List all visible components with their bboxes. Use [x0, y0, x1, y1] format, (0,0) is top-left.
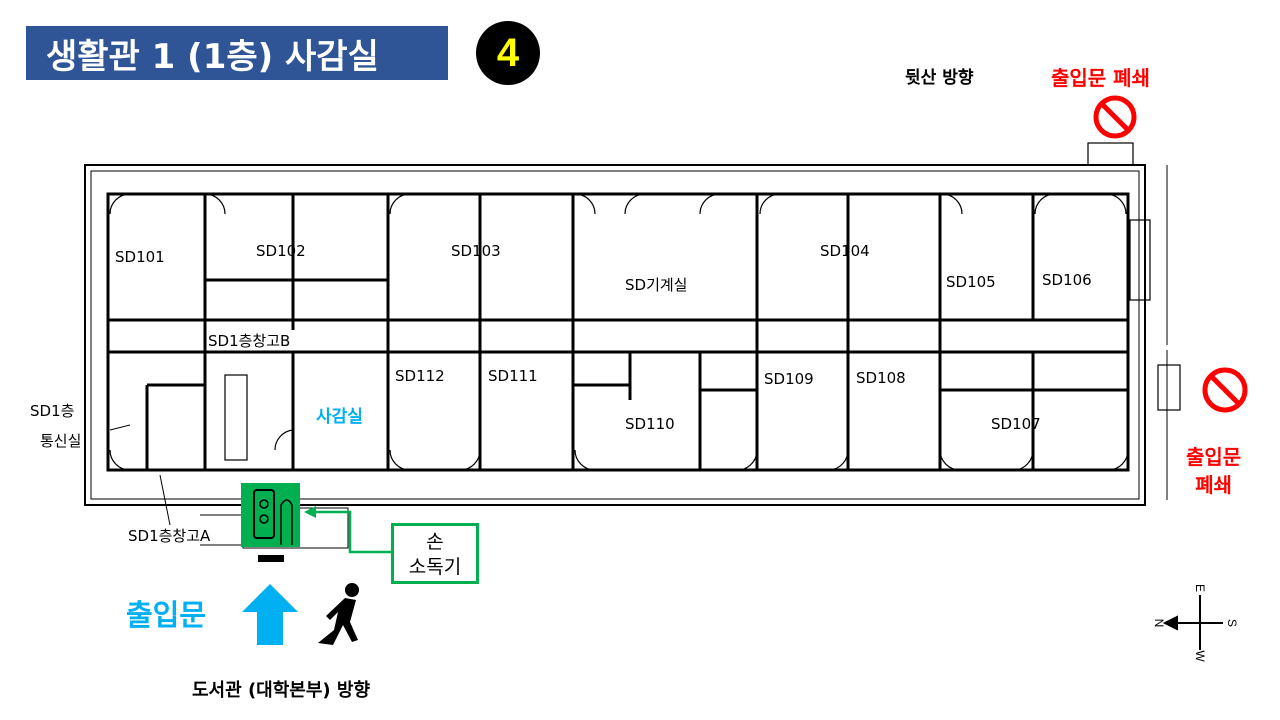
- closed-entrance-top-label: 출입문 폐쇄: [1051, 66, 1150, 90]
- closed-line-2: 폐쇄: [1195, 473, 1232, 497]
- compass-n: N: [1152, 619, 1166, 628]
- room-sd101: SD101: [115, 248, 165, 266]
- room-sd109: SD109: [764, 370, 814, 388]
- room-sd102: SD102: [256, 242, 306, 260]
- room-machine: SD기계실: [625, 276, 687, 294]
- room-sd106: SD106: [1042, 271, 1092, 289]
- room-sd111: SD111: [488, 367, 538, 385]
- number-badge: 4: [476, 21, 540, 85]
- compass-w: W: [1193, 650, 1207, 662]
- sanitizer-callout: 손 소독기: [391, 523, 479, 584]
- room-sd104: SD104: [820, 242, 870, 260]
- room-storage-a: SD1층창고A: [128, 527, 211, 545]
- building-walls: [84, 142, 1181, 549]
- hand-sanitizer-icon: [241, 483, 300, 547]
- room-sd110: SD110: [625, 415, 675, 433]
- room-sd108: SD108: [856, 369, 906, 387]
- room-sd112: SD112: [395, 367, 445, 385]
- no-entry-icon-right: [1202, 367, 1248, 413]
- sanitizer-pointer-arrow: [312, 510, 391, 554]
- page-title: 생활관 1 (1층) 사감실: [26, 26, 448, 80]
- sanitizer-line-1: 손: [426, 531, 444, 553]
- room-comm-line-1: SD1층: [30, 402, 74, 420]
- room-sd103: SD103: [451, 242, 501, 260]
- walking-person-icon: [318, 583, 359, 645]
- compass-icon: [1162, 595, 1223, 650]
- compass-s: S: [1225, 619, 1239, 627]
- compass-e: E: [1193, 584, 1207, 592]
- room-storage-b: SD1층창고B: [208, 332, 290, 350]
- room-comm-line-2: 통신실: [40, 432, 81, 450]
- entrance-arrow-icon: [242, 584, 298, 645]
- closed-entrance-right-label: 출입문 폐쇄: [1186, 443, 1241, 499]
- room-labels: SD101 SD102 SD103 SD기계실 SD104 SD105 SD10…: [30, 242, 1092, 545]
- entrance-label: 출입문: [126, 598, 207, 632]
- closed-line-1: 출입문: [1186, 445, 1242, 469]
- back-mountain-direction: 뒷산 방향: [905, 68, 974, 88]
- room-sd107: SD107: [991, 415, 1041, 433]
- library-direction: 도서관 (대학본부) 방향: [192, 680, 371, 701]
- no-entry-icon-top: [1093, 95, 1137, 139]
- sanitizer-line-2: 소독기: [408, 556, 462, 578]
- room-sd105: SD105: [946, 273, 996, 291]
- room-dorm-office: 사감실: [316, 407, 363, 427]
